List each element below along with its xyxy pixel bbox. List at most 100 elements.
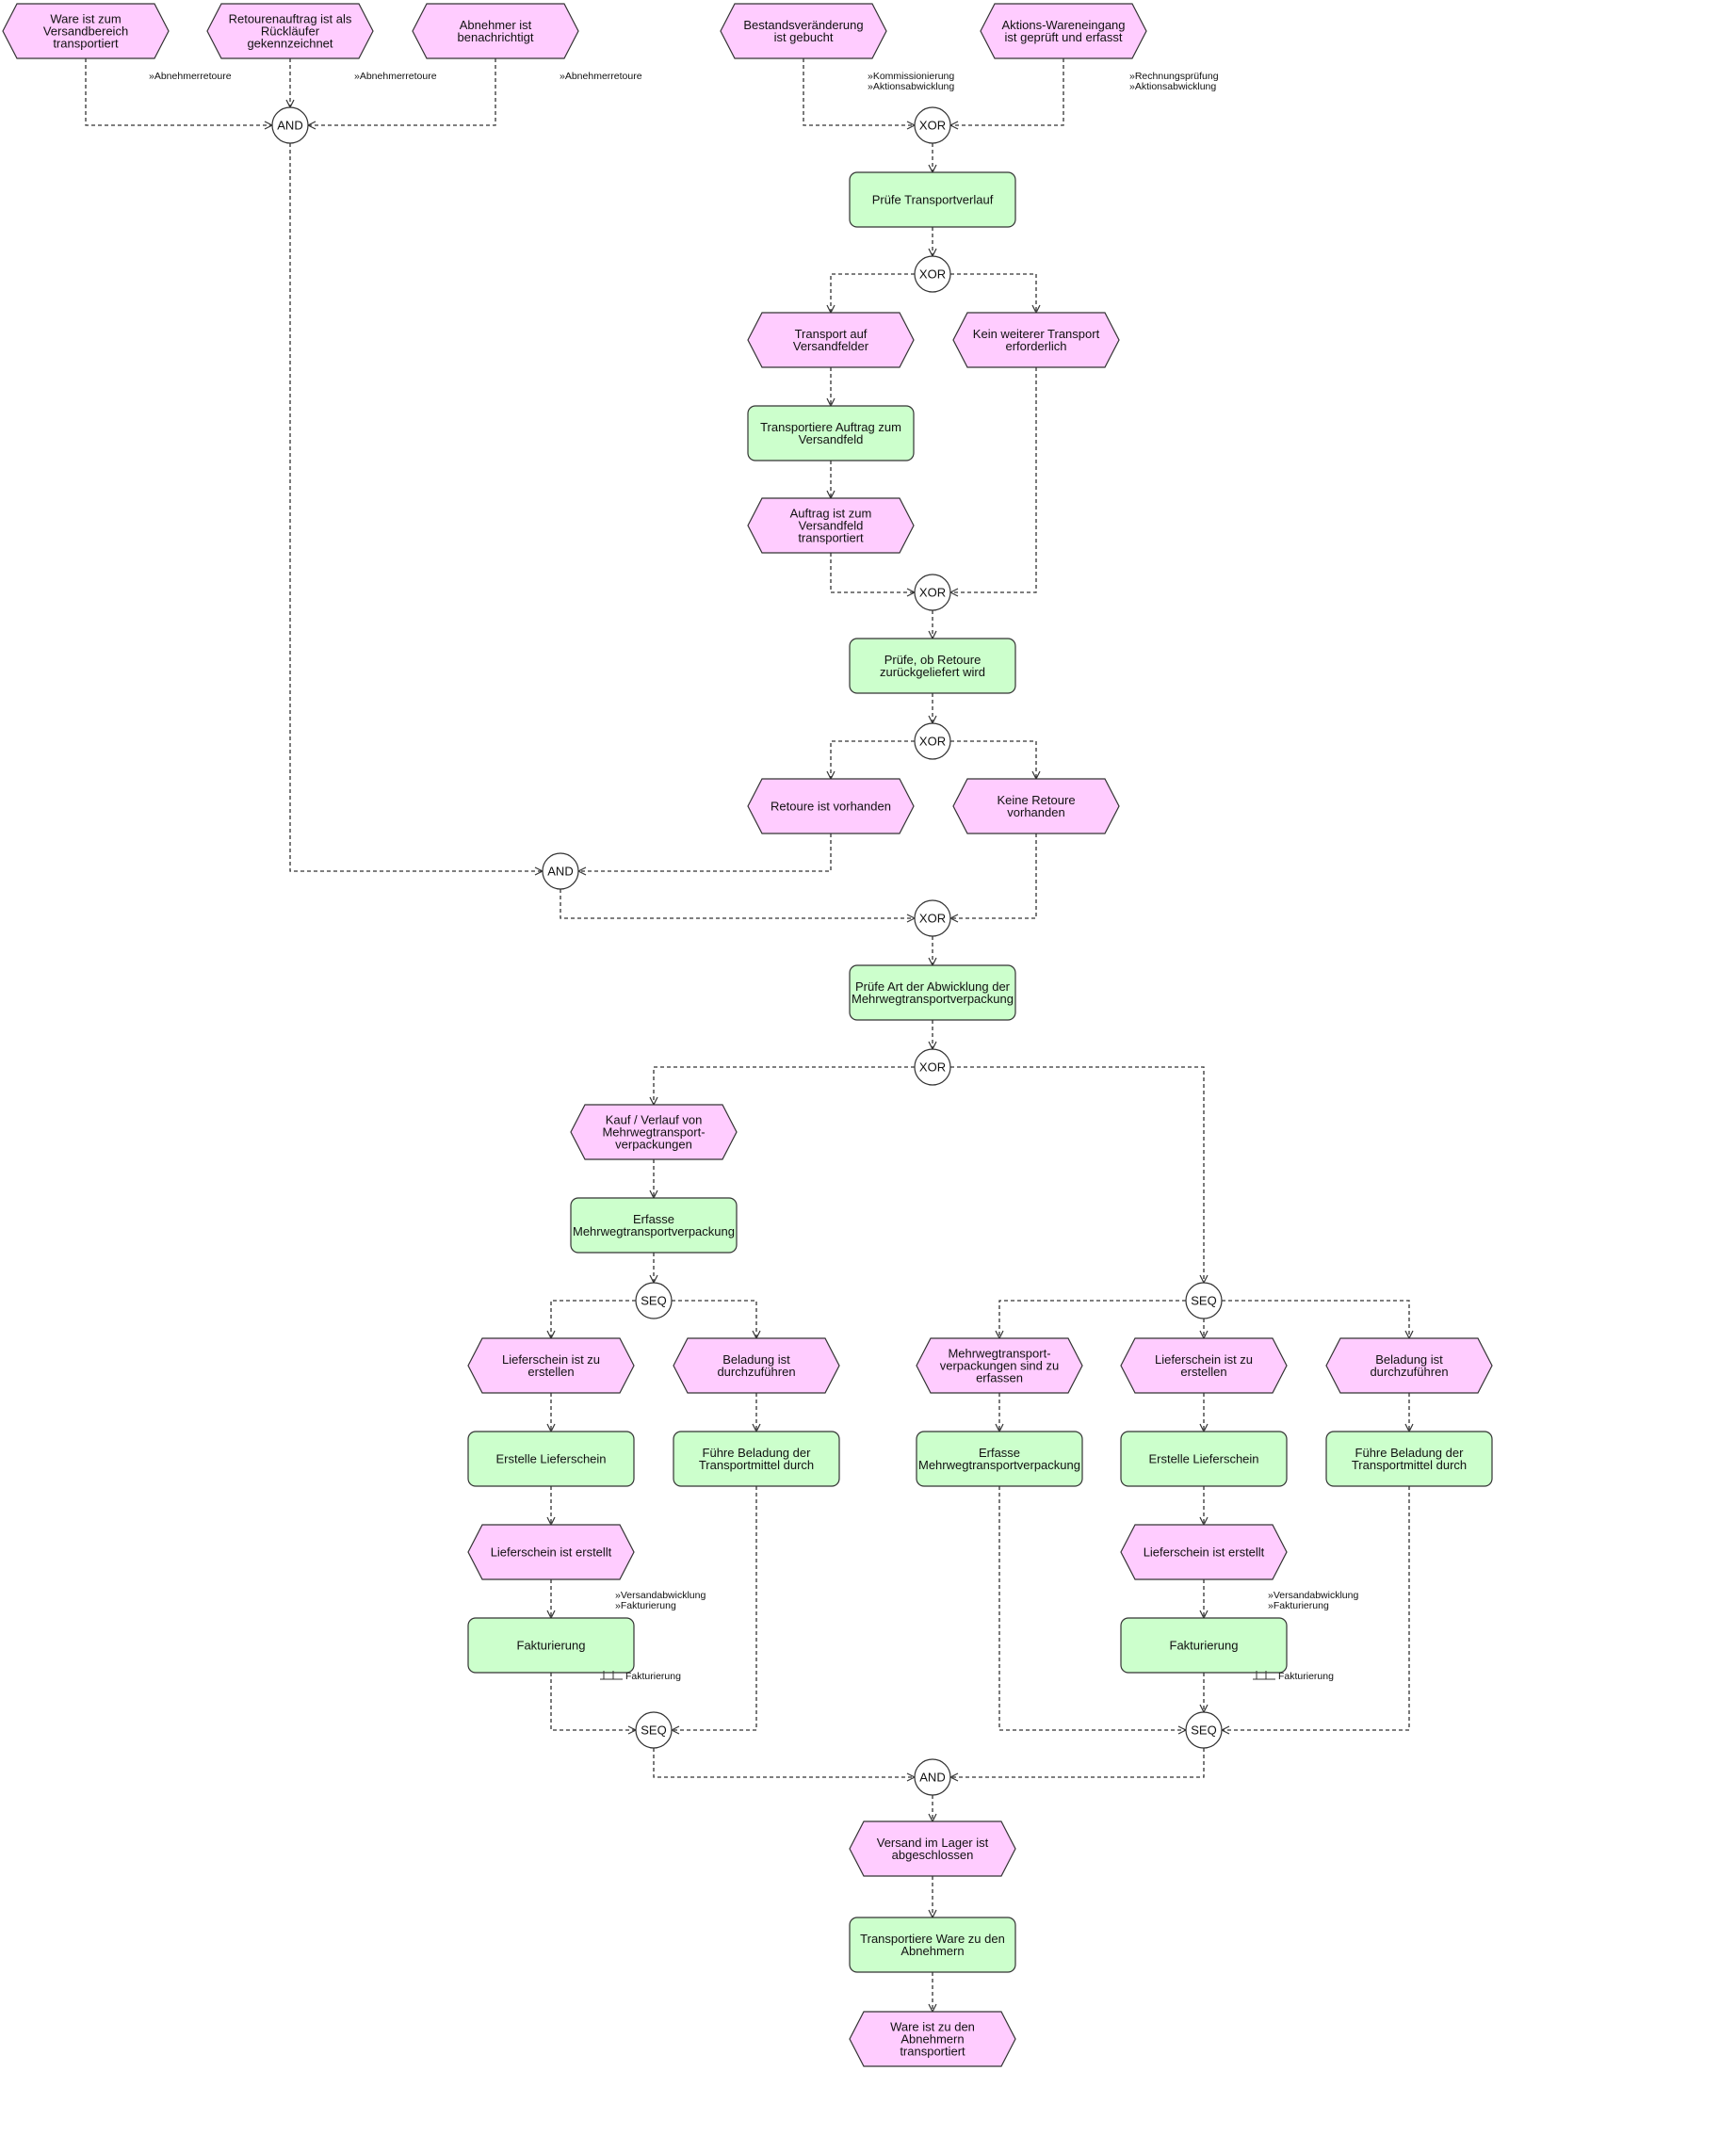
function-f-erstelle-lieferschein-right[interactable]: Erstelle Lieferschein: [1120, 1431, 1288, 1487]
operator-label: SEQ: [1191, 1723, 1216, 1738]
operator-seq-shape: [1185, 1711, 1223, 1749]
event-label-line: Retoure ist vorhanden: [771, 800, 891, 814]
event-label-line: Transport auf: [795, 327, 868, 341]
event-label-line: verpackungen sind zu: [940, 1359, 1059, 1373]
event-label-line: transportiert: [900, 2045, 965, 2059]
operator-label: AND: [919, 1771, 945, 1785]
event-label-line: Lieferschein ist erstellt: [491, 1545, 612, 1560]
event-e-retourenauftrag[interactable]: Retourenauftrag ist alsRückläufergekennz…: [206, 3, 374, 59]
function-label-line: Erfasse: [979, 1446, 1020, 1460]
event-label-line: erfassen: [976, 1371, 1023, 1385]
event-label-line: Ware ist zu den: [890, 2020, 975, 2034]
event-shape: [747, 778, 915, 834]
connector-arrow: [950, 1066, 1204, 1283]
event-label-line: Abnehmer ist: [460, 18, 532, 32]
operator-xor-shape: [914, 1048, 951, 1086]
connector-arrow: [672, 1300, 756, 1338]
annotation-text: »Abnehmerretoure: [149, 71, 232, 82]
function-label-line: Prüfe Art der Abwicklung der: [855, 979, 1011, 994]
annotation-text: »Versandabwicklung: [1268, 1590, 1358, 1601]
operator-label: AND: [547, 865, 573, 879]
event-label-line: erforderlich: [1005, 339, 1066, 353]
annotation-text: »Aktionsabwicklung: [1129, 81, 1216, 92]
operator-label: XOR: [919, 119, 946, 133]
operator-op-and-mid[interactable]: AND: [542, 852, 579, 890]
event-label-line: Lieferschein ist zu: [1155, 1352, 1253, 1367]
annotation-a9: Fakturierung: [1253, 1671, 1334, 1682]
annotation-a8: Fakturierung: [600, 1671, 681, 1682]
function-f-fakturierung-right[interactable]: Fakturierung: [1120, 1617, 1288, 1674]
event-label-line: Beladung ist: [1375, 1352, 1443, 1367]
function-shape: [570, 1197, 738, 1254]
operator-op-seq-right-join[interactable]: SEQ: [1185, 1711, 1223, 1749]
operator-op-xor-6[interactable]: XOR: [914, 1048, 951, 1086]
connector-layer: [85, 58, 1409, 2012]
function-shape: [467, 1617, 635, 1674]
process-module-icon: [1253, 1671, 1275, 1680]
connector-arrow: [654, 1066, 915, 1105]
event-label-line: ist geprüft und erfasst: [1004, 30, 1122, 44]
operator-xor-shape: [914, 106, 951, 144]
connector-arrow: [950, 833, 1037, 918]
event-shape: [1120, 1524, 1288, 1580]
operator-op-and-bottom[interactable]: AND: [914, 1758, 951, 1796]
function-f-pruefe-art-abwicklung[interactable]: Prüfe Art der Abwicklung derMehrwegtrans…: [849, 964, 1016, 1021]
operator-op-and-top[interactable]: AND: [271, 106, 309, 144]
operator-op-xor-4[interactable]: XOR: [914, 722, 951, 760]
event-shape: [747, 312, 915, 368]
event-shape: [1120, 1337, 1288, 1394]
event-label-line: Abnehmern: [900, 2032, 964, 2047]
event-shape: [849, 2011, 1016, 2067]
event-e-retoure-vorhanden[interactable]: Retoure ist vorhanden: [747, 778, 915, 834]
operator-op-seq-right[interactable]: SEQ: [1185, 1282, 1223, 1319]
operator-label: SEQ: [641, 1294, 666, 1308]
operator-label: XOR: [919, 912, 946, 926]
operator-op-xor-3[interactable]: XOR: [914, 574, 951, 611]
event-e-lieferschein-erstellt-right[interactable]: Lieferschein ist erstellt: [1120, 1524, 1288, 1580]
event-shape: [570, 1104, 738, 1160]
function-f-erstelle-lieferschein-left[interactable]: Erstelle Lieferschein: [467, 1431, 635, 1487]
operator-op-xor-top[interactable]: XOR: [914, 106, 951, 144]
event-label-line: Auftrag ist zum: [790, 507, 872, 521]
function-f-pruefe-transportverlauf[interactable]: Prüfe Transportverlauf: [849, 171, 1016, 228]
annotation-text: »Fakturierung: [615, 1600, 676, 1611]
function-shape: [849, 964, 1016, 1021]
event-e-kauf-verlauf[interactable]: Kauf / Verlauf vonMehrwegtransport-verpa…: [570, 1104, 738, 1160]
function-shape: [467, 1431, 635, 1487]
function-f-fakturierung-left[interactable]: Fakturierung: [467, 1617, 635, 1674]
operator-op-xor-2[interactable]: XOR: [914, 255, 951, 293]
annotation-layer: »Abnehmerretoure »Abnehmerretoure »Abnehme…: [149, 71, 1358, 1682]
operator-op-seq-left-join[interactable]: SEQ: [635, 1711, 673, 1749]
operator-op-seq-left[interactable]: SEQ: [635, 1282, 673, 1319]
event-e-lieferschein-erstellt-left[interactable]: Lieferschein ist erstellt: [467, 1524, 635, 1580]
operator-op-xor-5[interactable]: XOR: [914, 899, 951, 937]
process-module-icon: [600, 1671, 623, 1680]
event-e-mtv-zu-erfassen[interactable]: Mehrwegtransport-verpackungen sind zuerf…: [916, 1337, 1083, 1394]
annotation-text: »Abnehmerretoure: [354, 71, 437, 82]
function-label-line: Abnehmern: [900, 1944, 964, 1958]
event-label-line: gekennzeichnet: [247, 37, 333, 51]
event-label-line: Rückläufer: [261, 24, 320, 39]
annotation-text: »Abnehmerretoure: [560, 71, 642, 82]
